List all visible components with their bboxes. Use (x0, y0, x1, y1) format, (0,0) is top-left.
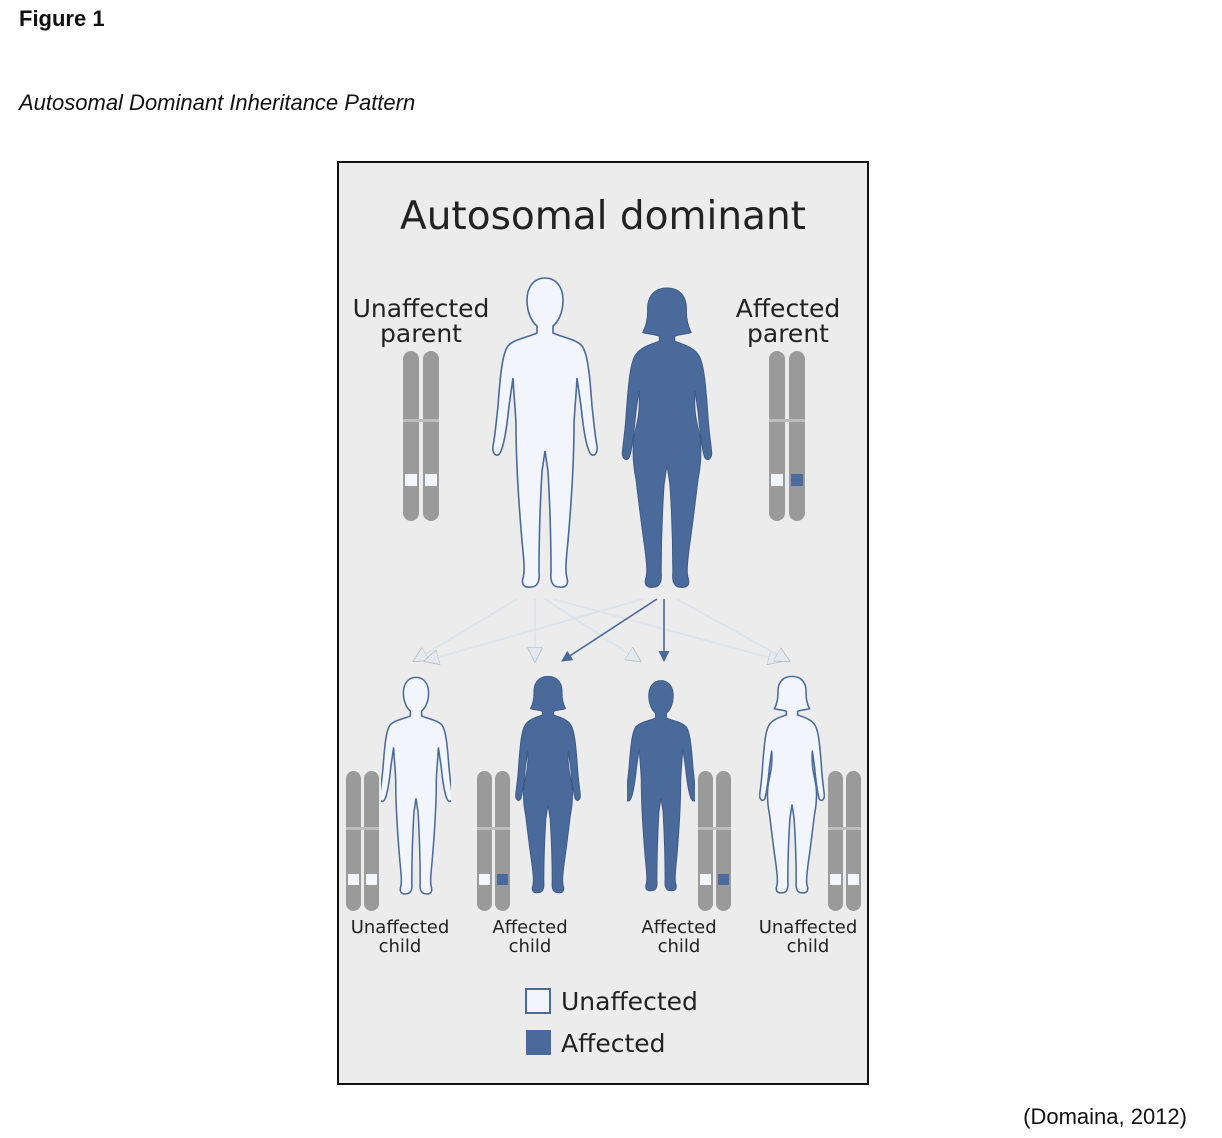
child-label-1-line2: child (379, 936, 422, 957)
figure-title: Autosomal Dominant Inheritance Pattern (19, 90, 416, 115)
diagram-heading: Autosomal dominant (400, 194, 806, 239)
affected-child-figure-3 (627, 680, 695, 892)
chromosome-pair-unaffected-parent (403, 351, 439, 521)
affected-child-figure-2 (515, 675, 581, 894)
legend-swatch-affected (526, 1030, 551, 1055)
child-label-3-line2: child (658, 936, 701, 957)
legend-swatch-unaffected (525, 988, 551, 1014)
chromosome-pair-child-3 (698, 771, 731, 911)
figure-label: Figure 1 (19, 6, 105, 31)
legend-label-affected: Affected (561, 1029, 666, 1058)
child-label-2-line1: Affected (492, 917, 567, 938)
unaffected-child-figure-1 (381, 676, 451, 895)
chromosome-pair-child-4 (828, 771, 861, 911)
chromosome-pair-child-2 (477, 771, 510, 911)
legend-label-unaffected: Unaffected (561, 987, 698, 1016)
parent-label-unaffected-line1: Unaffected (353, 294, 490, 323)
figure-citation: (Domaina, 2012) (1023, 1104, 1187, 1129)
chromosome-pair-affected-parent (769, 351, 805, 521)
child-label-4-line2: child (787, 936, 830, 957)
unaffected-child-figure-4 (758, 675, 826, 894)
parent-label-affected-line2: parent (747, 319, 829, 348)
parent-label-unaffected-line2: parent (380, 319, 462, 348)
chromosome-pair-child-1 (346, 771, 379, 911)
child-label-1-line1: Unaffected (351, 917, 450, 938)
child-label-3-line1: Affected (641, 917, 716, 938)
child-label-4-line1: Unaffected (759, 917, 858, 938)
unaffected-parent-figure (491, 277, 599, 589)
parent-label-affected-line1: Affected (736, 294, 841, 323)
inheritance-arrows (414, 597, 789, 661)
diagram-frame: Autosomal dominant Unaffected parent Aff… (337, 161, 869, 1085)
affected-parent-figure (621, 287, 713, 589)
legend: Unaffected Affected (525, 987, 698, 1058)
child-label-2-line2: child (509, 936, 552, 957)
